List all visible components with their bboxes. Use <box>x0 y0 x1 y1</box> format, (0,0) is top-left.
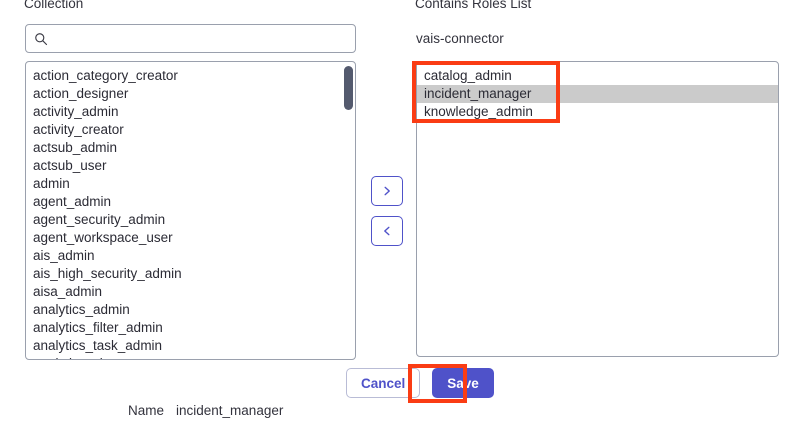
dialog-actions: Cancel Save <box>346 368 494 398</box>
list-item[interactable]: ais_high_security_admin <box>33 266 182 281</box>
list-item[interactable]: action_designer <box>33 86 129 101</box>
list-item[interactable]: ais_admin <box>33 248 95 263</box>
name-row: Name incident_manager <box>128 403 283 419</box>
list-item[interactable]: aisa_admin <box>33 284 103 299</box>
transfer-buttons <box>371 176 403 246</box>
remove-role-button[interactable] <box>371 216 403 246</box>
collection-label: Collection <box>24 0 84 11</box>
list-item-selected[interactable]: incident_manager <box>417 85 778 103</box>
list-item[interactable]: agent_security_admin <box>33 212 166 227</box>
list-item[interactable]: admin <box>33 176 70 191</box>
search-input[interactable] <box>55 31 347 46</box>
list-item[interactable]: activity_creator <box>33 122 124 137</box>
list-item[interactable]: agent_admin <box>33 194 112 209</box>
list-item[interactable]: analytics_admin <box>33 302 130 317</box>
list-item[interactable]: action_category_creator <box>33 68 178 83</box>
scrollbar-thumb[interactable] <box>344 66 353 110</box>
save-button[interactable]: Save <box>432 368 494 398</box>
list-item[interactable]: analytics_filter_admin <box>33 320 163 335</box>
search-icon <box>34 32 48 46</box>
list-item[interactable]: actsub_user <box>33 158 107 173</box>
chevron-right-icon <box>381 185 393 197</box>
add-role-button[interactable] <box>371 176 403 206</box>
list-item[interactable]: activity_admin <box>33 104 119 119</box>
cancel-button[interactable]: Cancel <box>346 368 421 398</box>
name-field-label: Name <box>128 403 165 418</box>
chevron-left-icon <box>381 225 393 237</box>
role-context-value: vais-connector <box>416 31 504 46</box>
list-item[interactable]: agent_workspace_user <box>33 230 173 245</box>
list-item[interactable]: knowledge_admin <box>424 104 533 119</box>
list-item[interactable]: actsub_admin <box>33 140 118 155</box>
contains-roles-list-label: Contains Roles List <box>415 0 532 11</box>
list-item[interactable]: analytics_task_admin <box>33 338 163 353</box>
search-box[interactable] <box>25 24 356 53</box>
available-roles-scrollbar[interactable] <box>343 63 354 358</box>
list-item[interactable]: catalog_admin <box>424 68 512 83</box>
name-field-value: incident_manager <box>176 403 284 418</box>
list-item[interactable]: analytics_viewer <box>26 355 355 359</box>
